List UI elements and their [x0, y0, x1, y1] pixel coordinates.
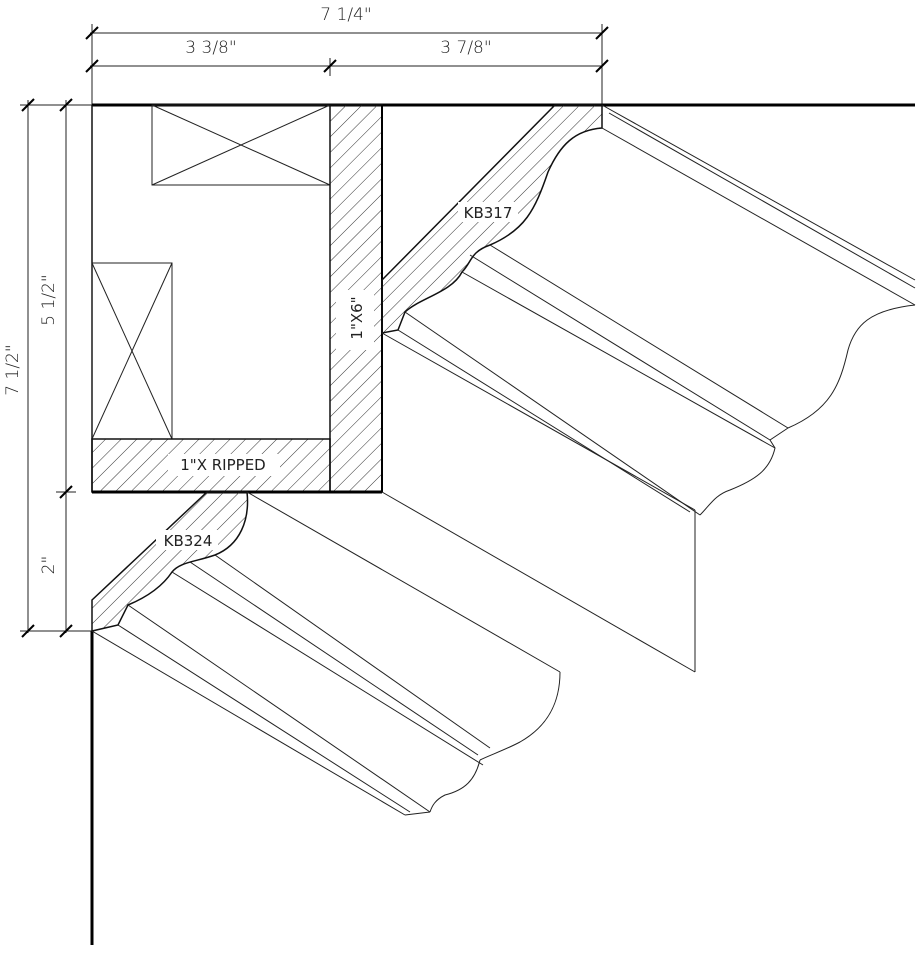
crown-edge-line — [246, 491, 561, 673]
crown-edge-line — [171, 571, 484, 766]
lower-crown-label: KB324 — [164, 532, 213, 550]
left-width-label: 3 3/8" — [185, 38, 236, 58]
crown-edge-line — [601, 127, 916, 306]
dimension-tick — [85, 59, 99, 73]
dimension-tick — [595, 26, 609, 40]
crown-edge-line — [404, 311, 701, 516]
label-backdrop — [458, 202, 518, 222]
left-dimensions: 7 1/2" 5 1/2" 2" — [3, 98, 92, 638]
nailer-cross-line — [151, 104, 331, 186]
crown-edge-line — [91, 630, 406, 816]
crown-edge-line — [608, 112, 916, 289]
crown-end-profile — [404, 811, 431, 816]
dimension-tick — [21, 98, 35, 112]
crown-end-profile — [787, 304, 916, 429]
crown-edge-line — [461, 271, 776, 449]
crown-edge-line — [117, 624, 411, 813]
label-backdrop — [336, 290, 374, 350]
top-dimensions: 7 1/4" 3 3/8" 3 7/8" — [85, 5, 609, 105]
lower-height-label: 2" — [39, 556, 59, 575]
crown-edge-line — [469, 254, 771, 441]
label-backdrop — [168, 454, 280, 476]
crown-end-profile — [429, 759, 481, 813]
nailer-cross-line — [91, 262, 173, 440]
overall-width-label: 7 1/4" — [320, 5, 371, 25]
upper-height-label: 5 1/2" — [39, 274, 59, 325]
crown-back-edge — [381, 491, 696, 673]
crown-edge-line — [214, 554, 491, 749]
dimension-tick — [59, 98, 73, 112]
dimension-tick — [59, 624, 73, 638]
upper-crown-molding: KB317 — [381, 104, 916, 673]
crown-end-profile — [699, 427, 789, 516]
dimension-tick — [595, 59, 609, 73]
crown-edge-line — [489, 244, 789, 429]
crown-end-profile — [479, 671, 561, 761]
dimension-tick — [85, 26, 99, 40]
upper-crown-label: KB317 — [464, 204, 513, 222]
crown-edge-line — [601, 104, 916, 281]
label-backdrop — [156, 530, 218, 550]
right-width-label: 3 7/8" — [440, 38, 491, 58]
crown-edge-line — [189, 561, 479, 756]
dimension-tick — [21, 624, 35, 638]
crown-edge-line — [397, 329, 691, 513]
crown-edge-line — [127, 604, 431, 813]
lower-crown-molding: KB324 — [91, 491, 561, 816]
board-ripped-label: 1"X RIPPED — [180, 456, 265, 474]
dimension-tick — [59, 485, 73, 499]
lower-crown-profile — [91, 491, 249, 632]
dimension-tick — [323, 59, 337, 73]
board-1x6-label: 1"X6" — [348, 296, 366, 339]
blocking-assembly: 1"X6" 1"X RIPPED — [91, 104, 383, 494]
crown-edge-line — [381, 332, 696, 511]
overall-height-label: 7 1/2" — [3, 344, 23, 395]
